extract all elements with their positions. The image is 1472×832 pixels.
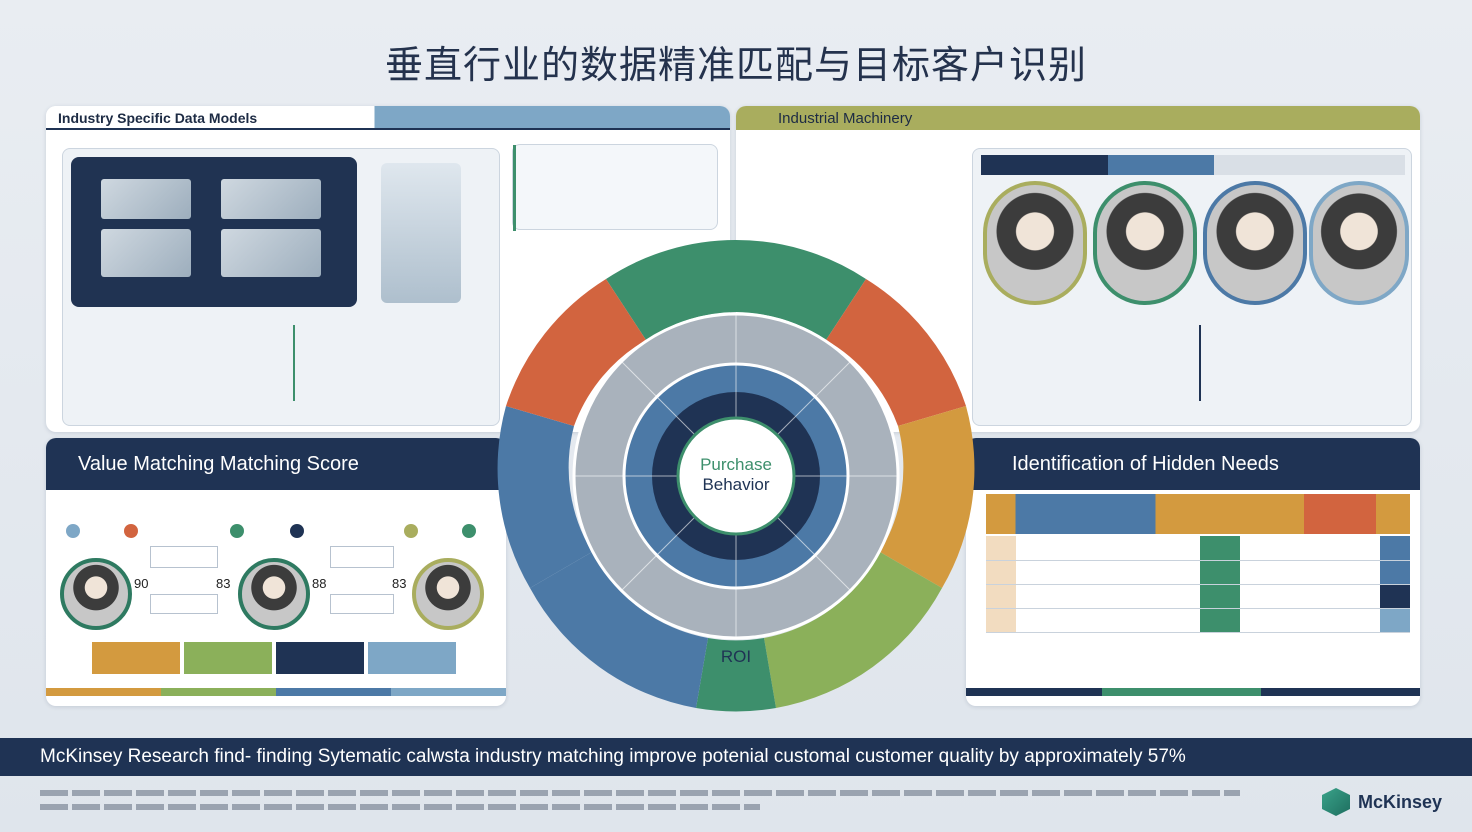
data-models-title: Industry Specific Data Models [58,110,258,126]
factory-image-1 [101,179,191,219]
segment-tag-4 [368,642,456,674]
table-row [986,608,1410,633]
value-matching-title: Value Matching Matching Score [78,452,359,475]
data-models-panel: Industry Specific Data Models [46,106,730,432]
match-node-4 [290,524,304,538]
table-row [986,560,1410,585]
footnote [40,786,1260,810]
notes-accent [513,145,516,231]
segment-tag-3 [276,642,364,674]
hidden-needs-panel: Identification of Hidden Needs [966,438,1420,706]
brand-logo: McKinsey [1322,788,1442,816]
match-node-1 [66,524,80,538]
center-label-line2: Behavior [702,475,769,494]
value-matching-panel: Value Matching Matching Score 90 83 88 8… [46,438,506,706]
outer-ring [497,240,975,712]
segment-tag-2 [184,642,272,674]
score-card-3 [330,546,394,568]
score-card-4 [330,594,394,614]
factory-image-3 [101,229,191,277]
score-value-2: 83 [216,576,231,591]
hidden-needs-title: Identification of Hidden Needs [1012,452,1279,475]
value-matching-header: Value Matching Matching Score [46,438,506,490]
table-row [986,584,1410,609]
match-node-3 [230,524,244,538]
persona-avatar-1 [983,181,1087,305]
roi-label: ROI [721,647,751,666]
cube-icon [1322,788,1350,816]
score-value-3: 88 [312,576,327,591]
segment-tag-1 [92,642,180,674]
center-badge [676,416,796,536]
value-matching-bottom-bar [46,688,506,696]
persona-avatar-4 [1309,181,1409,305]
machinery-header: Industrial Machinery [736,106,1420,130]
machinery-title: Industrial Machinery [778,110,913,127]
customer-avatar-3 [412,558,484,630]
hidden-needs-bottom-bar [966,688,1420,696]
purchase-behavior-wheel: Purchase Behavior ROI [497,240,975,712]
brand-name: McKinsey [1358,791,1443,812]
data-models-card [62,148,500,426]
match-node-6 [462,524,476,538]
factory-image-2 [221,179,321,219]
notes-card [512,144,718,231]
personas-header [981,155,1405,175]
personas-card [972,148,1412,426]
divider-line [293,325,295,401]
customer-avatar-1 [60,558,132,630]
center-label-line1: Purchase [700,455,772,474]
dashboard-preview [71,157,357,307]
match-node-5 [404,524,418,538]
factory-image-4 [221,229,321,277]
machinery-panel: Industrial Machinery [736,106,1420,432]
machine-illustration [381,163,461,303]
table-row [986,536,1410,561]
score-card-2 [150,594,218,614]
persona-avatar-3 [1203,181,1307,305]
footer-banner: McKinsey Research find- finding Sytemati… [0,738,1472,776]
score-card-1 [150,546,218,568]
footer-headline: McKinsey Research find- finding Sytemati… [40,746,1186,767]
needs-table-header [986,494,1410,534]
page-title: 垂直行业的数据精准匹配与目标客户识别 [384,43,1087,87]
customer-avatar-2 [238,558,310,630]
persona-avatar-2 [1093,181,1197,305]
score-value-4: 83 [392,576,407,591]
score-value-1: 90 [134,576,149,591]
needs-table [986,536,1410,633]
data-models-header: Industry Specific Data Models [46,106,730,130]
hidden-needs-header: Identification of Hidden Needs [966,438,1420,490]
match-node-2 [124,524,138,538]
personas-divider [1199,325,1201,401]
